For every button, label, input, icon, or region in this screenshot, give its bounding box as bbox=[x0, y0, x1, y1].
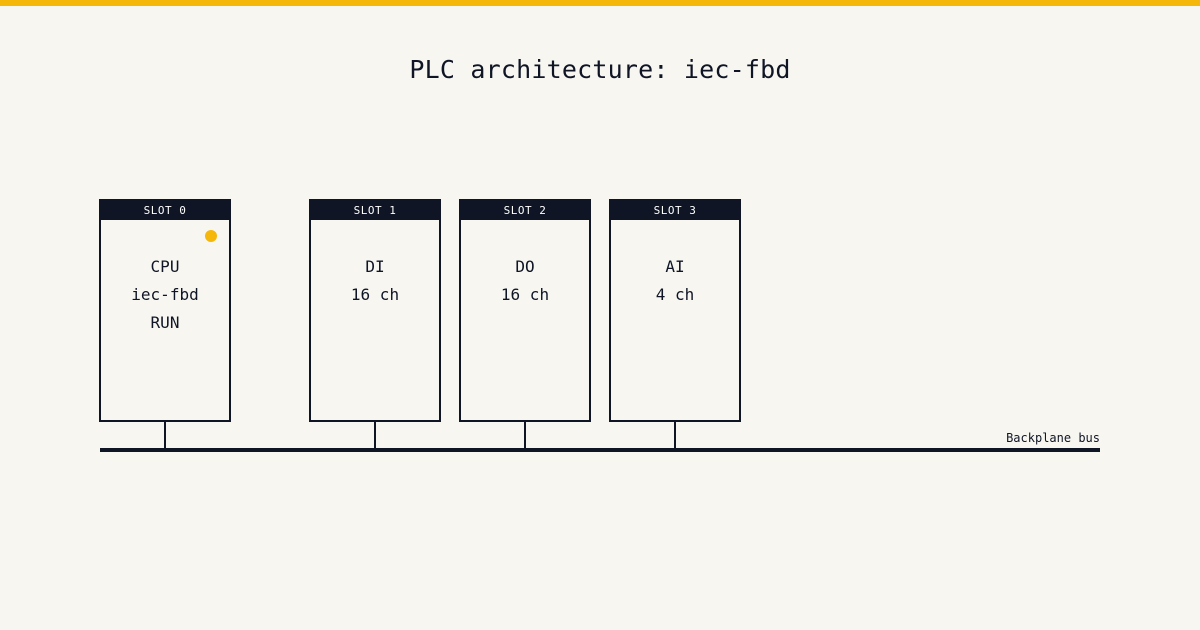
bus-connector-slot-1 bbox=[374, 421, 376, 449]
module-type: AI bbox=[665, 257, 685, 276]
module-program: iec-fbd bbox=[131, 285, 199, 304]
module-type: CPU bbox=[150, 257, 180, 276]
bus-connector-slot-2 bbox=[524, 421, 526, 449]
module-text: DO 16 ch bbox=[461, 253, 589, 309]
module-channels: 16 ch bbox=[500, 285, 550, 304]
backplane-bus-label: Backplane bus bbox=[1006, 431, 1100, 445]
module-text: DI 16 ch bbox=[311, 253, 439, 309]
module-text: CPU iec-fbd RUN bbox=[101, 253, 229, 337]
slot-label: SLOT 2 bbox=[461, 201, 589, 220]
module-channels: 16 ch bbox=[350, 285, 400, 304]
bus-connector-slot-3 bbox=[674, 421, 676, 449]
accent-top-bar bbox=[0, 0, 1200, 6]
module-channels: 4 ch bbox=[655, 285, 695, 304]
slot-label: SLOT 3 bbox=[611, 201, 739, 220]
bus-connector-slot-0 bbox=[164, 421, 166, 449]
module-slot-0-cpu: SLOT 0 CPU iec-fbd RUN bbox=[99, 199, 231, 422]
module-type: DO bbox=[515, 257, 535, 276]
module-slot-3-ai: SLOT 3 AI 4 ch bbox=[609, 199, 741, 422]
backplane-bus-line bbox=[100, 448, 1100, 452]
slot-label: SLOT 1 bbox=[311, 201, 439, 220]
run-status-led-icon bbox=[205, 230, 217, 242]
slot-label: SLOT 0 bbox=[101, 201, 229, 220]
module-type: DI bbox=[365, 257, 385, 276]
module-text: AI 4 ch bbox=[611, 253, 739, 309]
diagram-title: PLC architecture: iec-fbd bbox=[409, 55, 791, 84]
module-state: RUN bbox=[150, 313, 180, 332]
module-slot-1-di: SLOT 1 DI 16 ch bbox=[309, 199, 441, 422]
module-slot-2-do: SLOT 2 DO 16 ch bbox=[459, 199, 591, 422]
